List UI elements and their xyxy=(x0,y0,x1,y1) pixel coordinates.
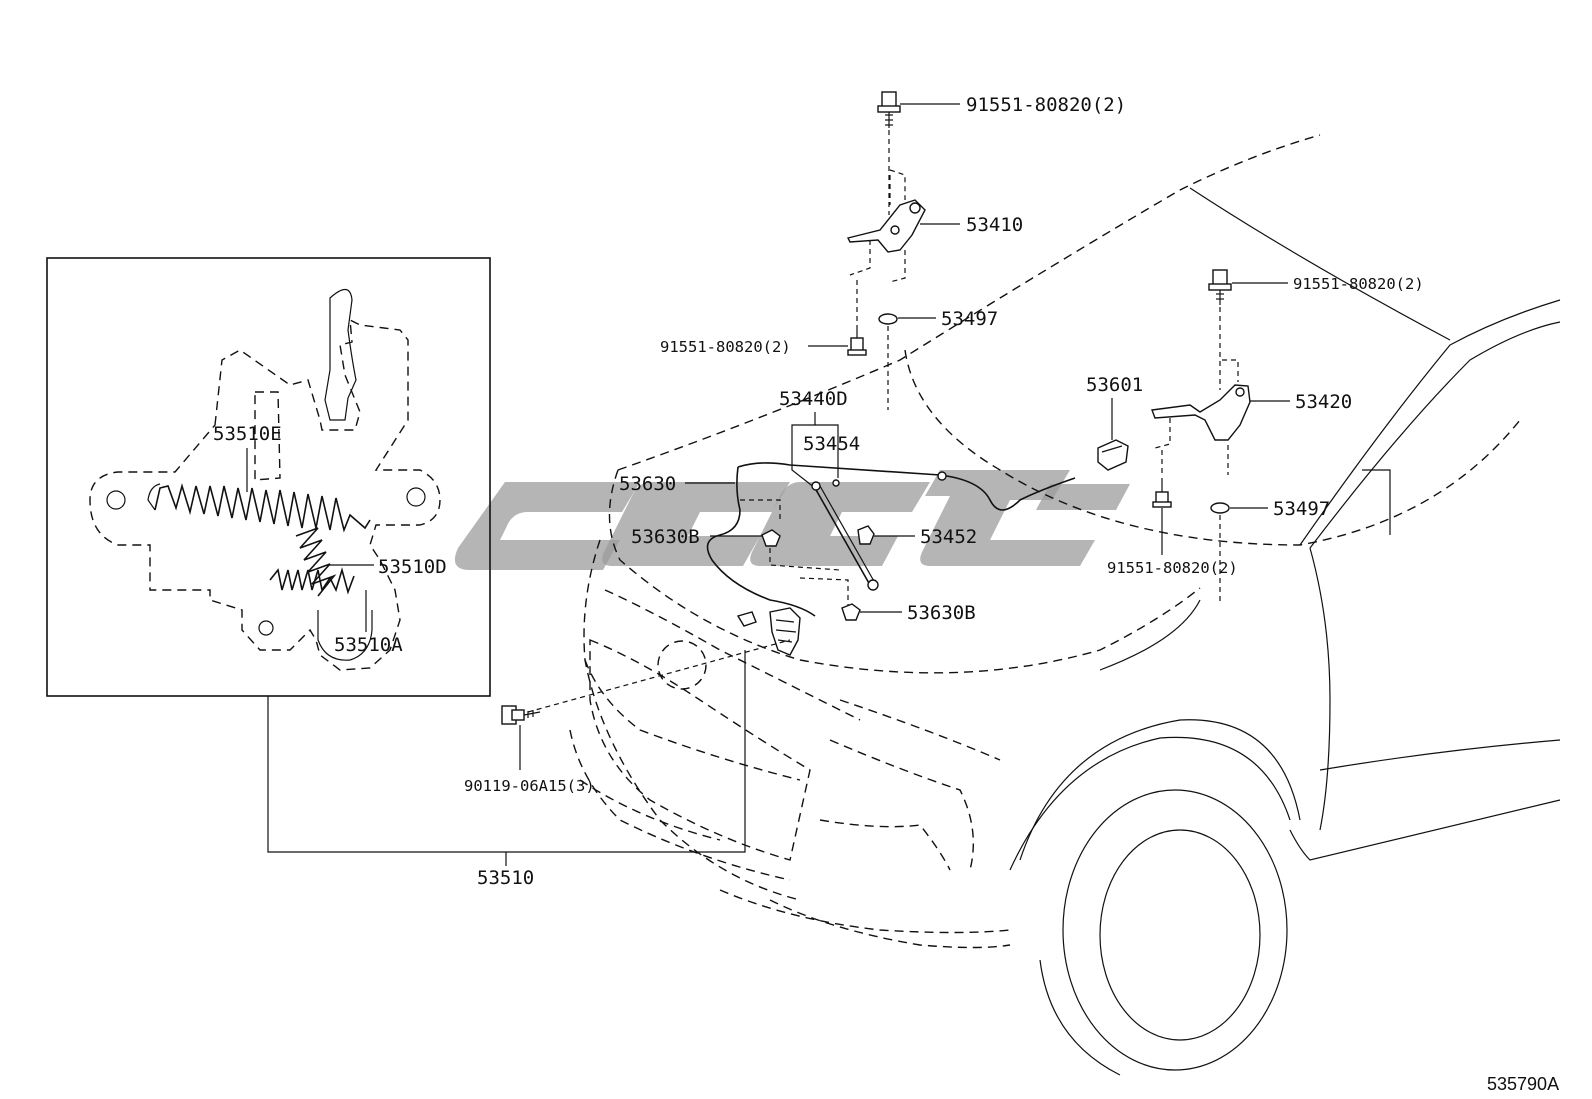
bolt-rh-top-icon xyxy=(1208,269,1232,305)
diagram-ref-code: 535790A xyxy=(1487,1074,1559,1094)
label-spring-a: 53510A xyxy=(334,634,403,656)
hood-rod-cable-group: 53440D 53454 53452 53630 53630B xyxy=(619,388,1076,624)
hood-switch-group: 53601 xyxy=(1086,374,1143,471)
label-hinge-rh: 53420 xyxy=(1295,391,1352,413)
hood-release-cable xyxy=(737,462,1076,511)
label-switch: 53601 xyxy=(1086,374,1143,396)
label-clamp-cable: 53630B xyxy=(631,526,700,548)
label-rod-assy: 53440D xyxy=(779,388,848,410)
watermark-logo xyxy=(454,470,1130,570)
spring-a-coil xyxy=(269,567,355,595)
spring-d-coil xyxy=(295,527,337,597)
label-bolt-top: 91551-80820(2) xyxy=(966,94,1126,116)
label-washer-rh: 53497 xyxy=(1273,498,1330,520)
label-lock-assy: 53510 xyxy=(477,867,534,889)
lock-detail-box: 53510E 53510D 53510A xyxy=(46,257,491,697)
hinge-lh-icon xyxy=(846,199,926,253)
lock-assy-callout: 53510 xyxy=(267,650,746,889)
label-washer-lh: 53497 xyxy=(941,308,998,330)
washer-lh-icon xyxy=(878,313,898,325)
label-latch-bolt: 90119-06A15(3) xyxy=(464,777,595,795)
rod-holder-icon xyxy=(857,525,875,545)
label-rod-holder: 53452 xyxy=(920,526,977,548)
bolt-lh-lower-icon xyxy=(847,325,867,356)
detail-frame xyxy=(46,257,491,697)
hinge-rh-group: 91551-80820(2) 53420 53497 91551-80820(2… xyxy=(1107,269,1424,605)
label-cable: 53630 xyxy=(619,473,676,495)
label-spring-e: 53510E xyxy=(213,423,282,445)
hood-switch-icon xyxy=(1097,439,1129,471)
label-bolt-rh-top: 91551-80820(2) xyxy=(1293,275,1424,293)
latch-bolt-icon xyxy=(501,705,541,725)
label-clip-rod: 53454 xyxy=(803,433,860,455)
hood-support-rod xyxy=(814,487,871,586)
bolt-top-icon xyxy=(877,91,901,128)
washer-rh-icon xyxy=(1210,502,1230,514)
vehicle-outline xyxy=(569,134,1561,1076)
cable-clamp-lower-icon xyxy=(841,603,861,621)
bolt-rh-lower-icon xyxy=(1152,478,1172,508)
spring-e-coil xyxy=(154,483,371,533)
label-bolt-lh-lower: 91551-80820(2) xyxy=(660,338,791,356)
cable-clamp-upper-icon xyxy=(761,529,781,547)
hinge-rh-icon xyxy=(1151,384,1251,441)
label-spring-d: 53510D xyxy=(378,556,447,578)
label-bolt-rh-lower: 91551-80820(2) xyxy=(1107,559,1238,577)
hood-lock-on-vehicle: 90119-06A15(3) xyxy=(464,607,801,795)
label-clamp-cable2: 53630B xyxy=(907,602,976,624)
hinge-lh-group: 91551-80820(2) 53410 53497 91551-80820(2… xyxy=(660,91,1126,410)
label-hinge-lh: 53410 xyxy=(966,214,1023,236)
